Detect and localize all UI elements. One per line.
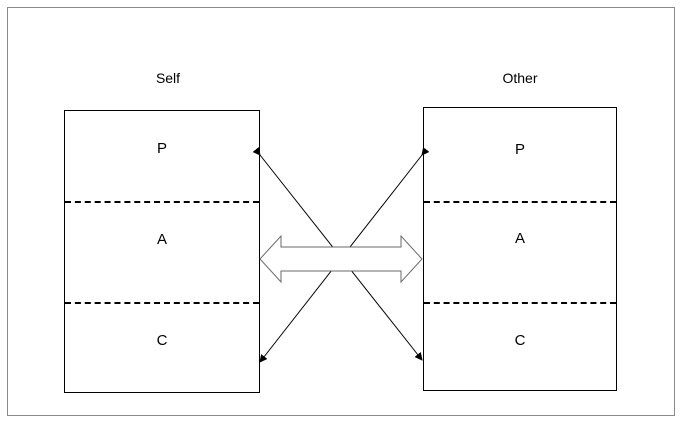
other-divider-top bbox=[424, 201, 616, 203]
self-parent-state: P bbox=[156, 140, 167, 157]
other-parent-state: P bbox=[514, 141, 525, 158]
other-adult-state: A bbox=[514, 230, 525, 247]
diagram-frame bbox=[7, 7, 675, 416]
self-divider-bottom bbox=[65, 302, 259, 304]
other-child-state: C bbox=[514, 332, 526, 349]
other-label: Other bbox=[502, 70, 538, 86]
other-divider-bottom bbox=[424, 302, 616, 304]
self-divider-top bbox=[65, 201, 259, 203]
self-adult-state: A bbox=[156, 231, 167, 248]
self-label: Self bbox=[155, 70, 181, 86]
self-box: P A C bbox=[64, 110, 260, 393]
other-box: P A C bbox=[423, 107, 617, 391]
self-child-state: C bbox=[156, 332, 168, 349]
adult-to-adult-double-arrow bbox=[259, 234, 423, 284]
